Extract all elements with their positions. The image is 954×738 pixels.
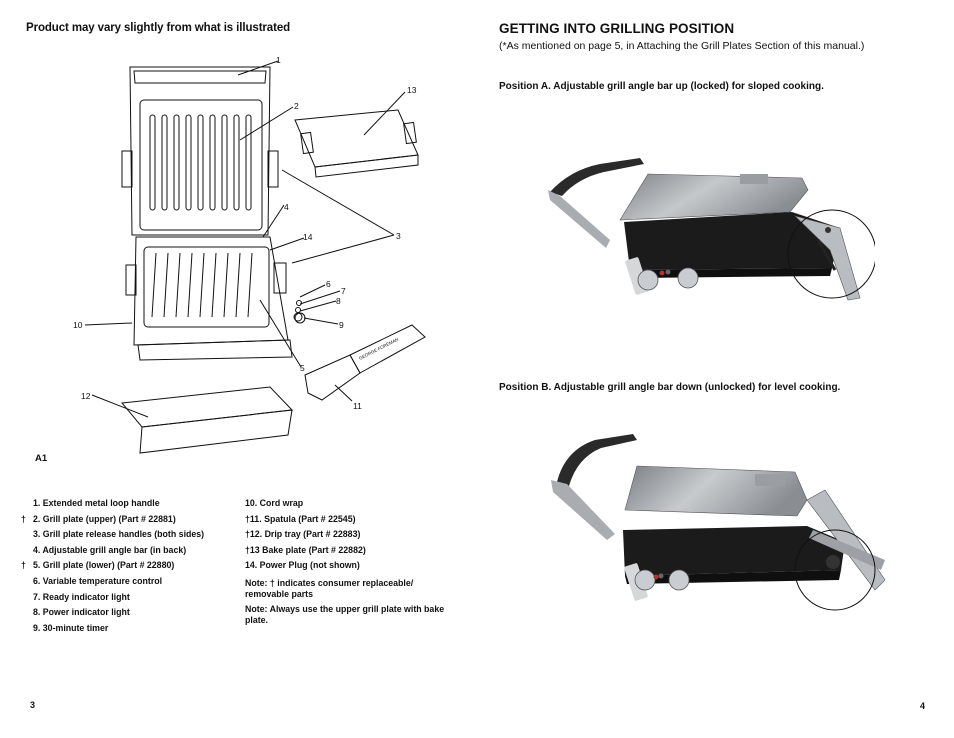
callout-8: 8: [336, 296, 341, 306]
grill-position-b-photo: [551, 434, 886, 611]
lower-grill-plate: [143, 246, 270, 328]
lower-housing: [133, 236, 289, 346]
parts-item: 10. Cord wrap: [245, 498, 304, 508]
parts-item: 6. Variable temperature control: [33, 575, 163, 586]
callout-13: 13: [407, 85, 417, 95]
callout-7: 7: [341, 286, 346, 296]
loop-handle: [133, 70, 267, 84]
parts-list-col1: 1. Extended metal loop handle †2. Grill …: [21, 496, 243, 636]
parts-item: 1. Extended metal loop handle: [33, 498, 160, 508]
parts-item: 8. Power indicator light: [33, 607, 130, 618]
callout-4: 4: [284, 202, 289, 212]
parts-item: 4. Adjustable grill angle bar (in back): [33, 544, 187, 555]
spatula-brand-text: GEORGE FOREMAN: [358, 337, 399, 361]
figure-label: A1: [35, 453, 48, 464]
right-page-subheader: (*As mentioned on page 5, in Attaching t…: [499, 40, 865, 52]
release-handle-lower-left: [125, 264, 137, 296]
parts-item: 14. Power Plug (not shown): [245, 560, 360, 571]
parts-item: †12. Drip tray (Part # 22883): [245, 529, 361, 540]
callout-14: 14: [303, 232, 313, 242]
release-handle-upper-left: [121, 150, 133, 188]
callout-11: 11: [353, 401, 362, 411]
callout-2: 2: [294, 101, 299, 111]
callout-3: 3: [396, 231, 401, 241]
left-page-header: Product may vary slightly from what is i…: [26, 22, 291, 34]
callout-10: 10: [73, 320, 83, 330]
position-a-caption: Position A. Adjustable grill angle bar u…: [499, 81, 824, 92]
release-handle-lower-right: [273, 262, 287, 294]
lower-plate-ribs: [151, 252, 253, 318]
callout-9: 9: [339, 320, 344, 330]
upper-grill-plate: [139, 99, 263, 231]
parts-list-col2: 10. Cord wrap †11. Spatula (Part # 22545…: [245, 496, 455, 626]
grill-position-a-photo: [548, 158, 875, 301]
callout-1: 1: [276, 55, 281, 65]
parts-item: 9. 30-minute timer: [33, 622, 109, 633]
spatula: [349, 324, 426, 374]
upper-plate-ribs: [149, 114, 252, 211]
upper-housing: [129, 66, 271, 236]
parts-item: †11. Spatula (Part # 22545): [245, 513, 356, 524]
callout-6: 6: [326, 279, 331, 289]
note-replaceable: Note: † indicates consumer replaceable/ …: [245, 577, 414, 599]
parts-item: †2. Grill plate (upper) (Part # 22881): [21, 513, 176, 524]
position-b-caption: Position B. Adjustable grill angle bar d…: [499, 382, 841, 393]
parts-item: †13 Bake plate (Part # 22882): [245, 544, 366, 555]
page-number-right: 4: [920, 701, 926, 711]
parts-item: †5. Grill plate (lower) (Part # 22880): [21, 560, 175, 571]
parts-item: 7. Ready indicator light: [33, 591, 130, 602]
parts-item: 3. Grill plate release handles (both sid…: [33, 529, 205, 540]
right-page-header: GETTING INTO GRILLING POSITION: [499, 21, 735, 36]
callout-5: 5: [300, 363, 305, 373]
exploded-parts-diagram: 1 2 3 4 5 6 7 8 9 10 11 12 13 14 GEORGE …: [73, 55, 426, 454]
release-handle-upper-right: [267, 150, 279, 188]
page-number-left: 3: [30, 700, 36, 710]
timer-knob: [294, 312, 306, 324]
base-front: [137, 339, 293, 361]
bake-plate: [294, 109, 419, 168]
drip-tray: [121, 386, 294, 428]
callout-12: 12: [81, 391, 91, 401]
note-bake-plate: Note: Always use the upper grill plate w…: [245, 603, 445, 625]
